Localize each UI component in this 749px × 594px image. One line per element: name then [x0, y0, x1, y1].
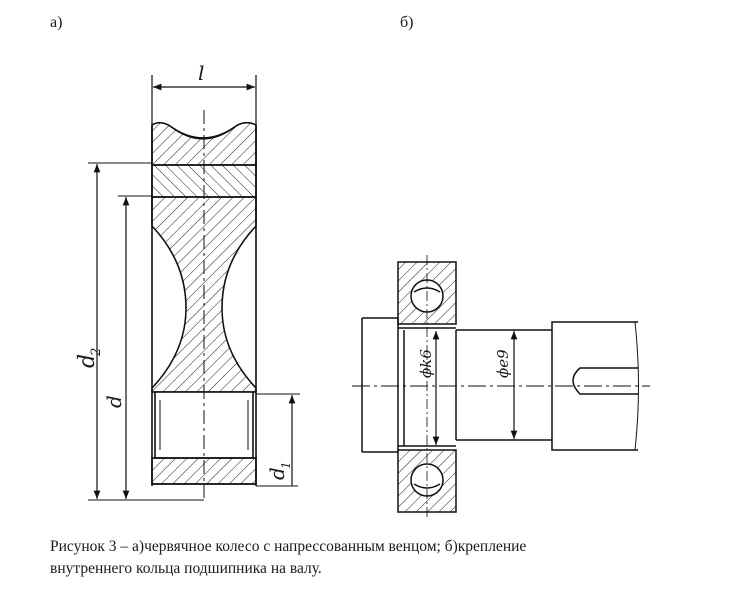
bearing-assembly: [397, 261, 457, 513]
e9-label: ϕe9: [494, 349, 512, 378]
d2-label: d 2: [75, 348, 104, 368]
shaft: [361, 317, 639, 453]
svg-text:2: 2: [89, 348, 104, 357]
caption-line-1: Рисунок 3 – а)червячное колесо с напресс…: [50, 538, 527, 555]
k6-label: ϕk6: [417, 349, 435, 378]
dimension-width: [151, 75, 257, 125]
svg-text:d: d: [75, 354, 100, 368]
figure-caption: Рисунок 3 – а)червячное колесо с напресс…: [50, 536, 670, 580]
keyway-slot: [572, 367, 638, 395]
extension-lines: [88, 162, 300, 501]
width-label: l: [198, 61, 204, 85]
svg-text:d: d: [265, 467, 289, 480]
svg-text:1: 1: [279, 461, 293, 469]
caption-line-2: внутреннего кольца подшипника на валу.: [50, 560, 322, 577]
panel-b-label: б): [400, 14, 414, 31]
panel-a-label: а): [50, 14, 63, 31]
d1-label: d 1: [265, 461, 293, 480]
d-label: d: [102, 395, 126, 408]
